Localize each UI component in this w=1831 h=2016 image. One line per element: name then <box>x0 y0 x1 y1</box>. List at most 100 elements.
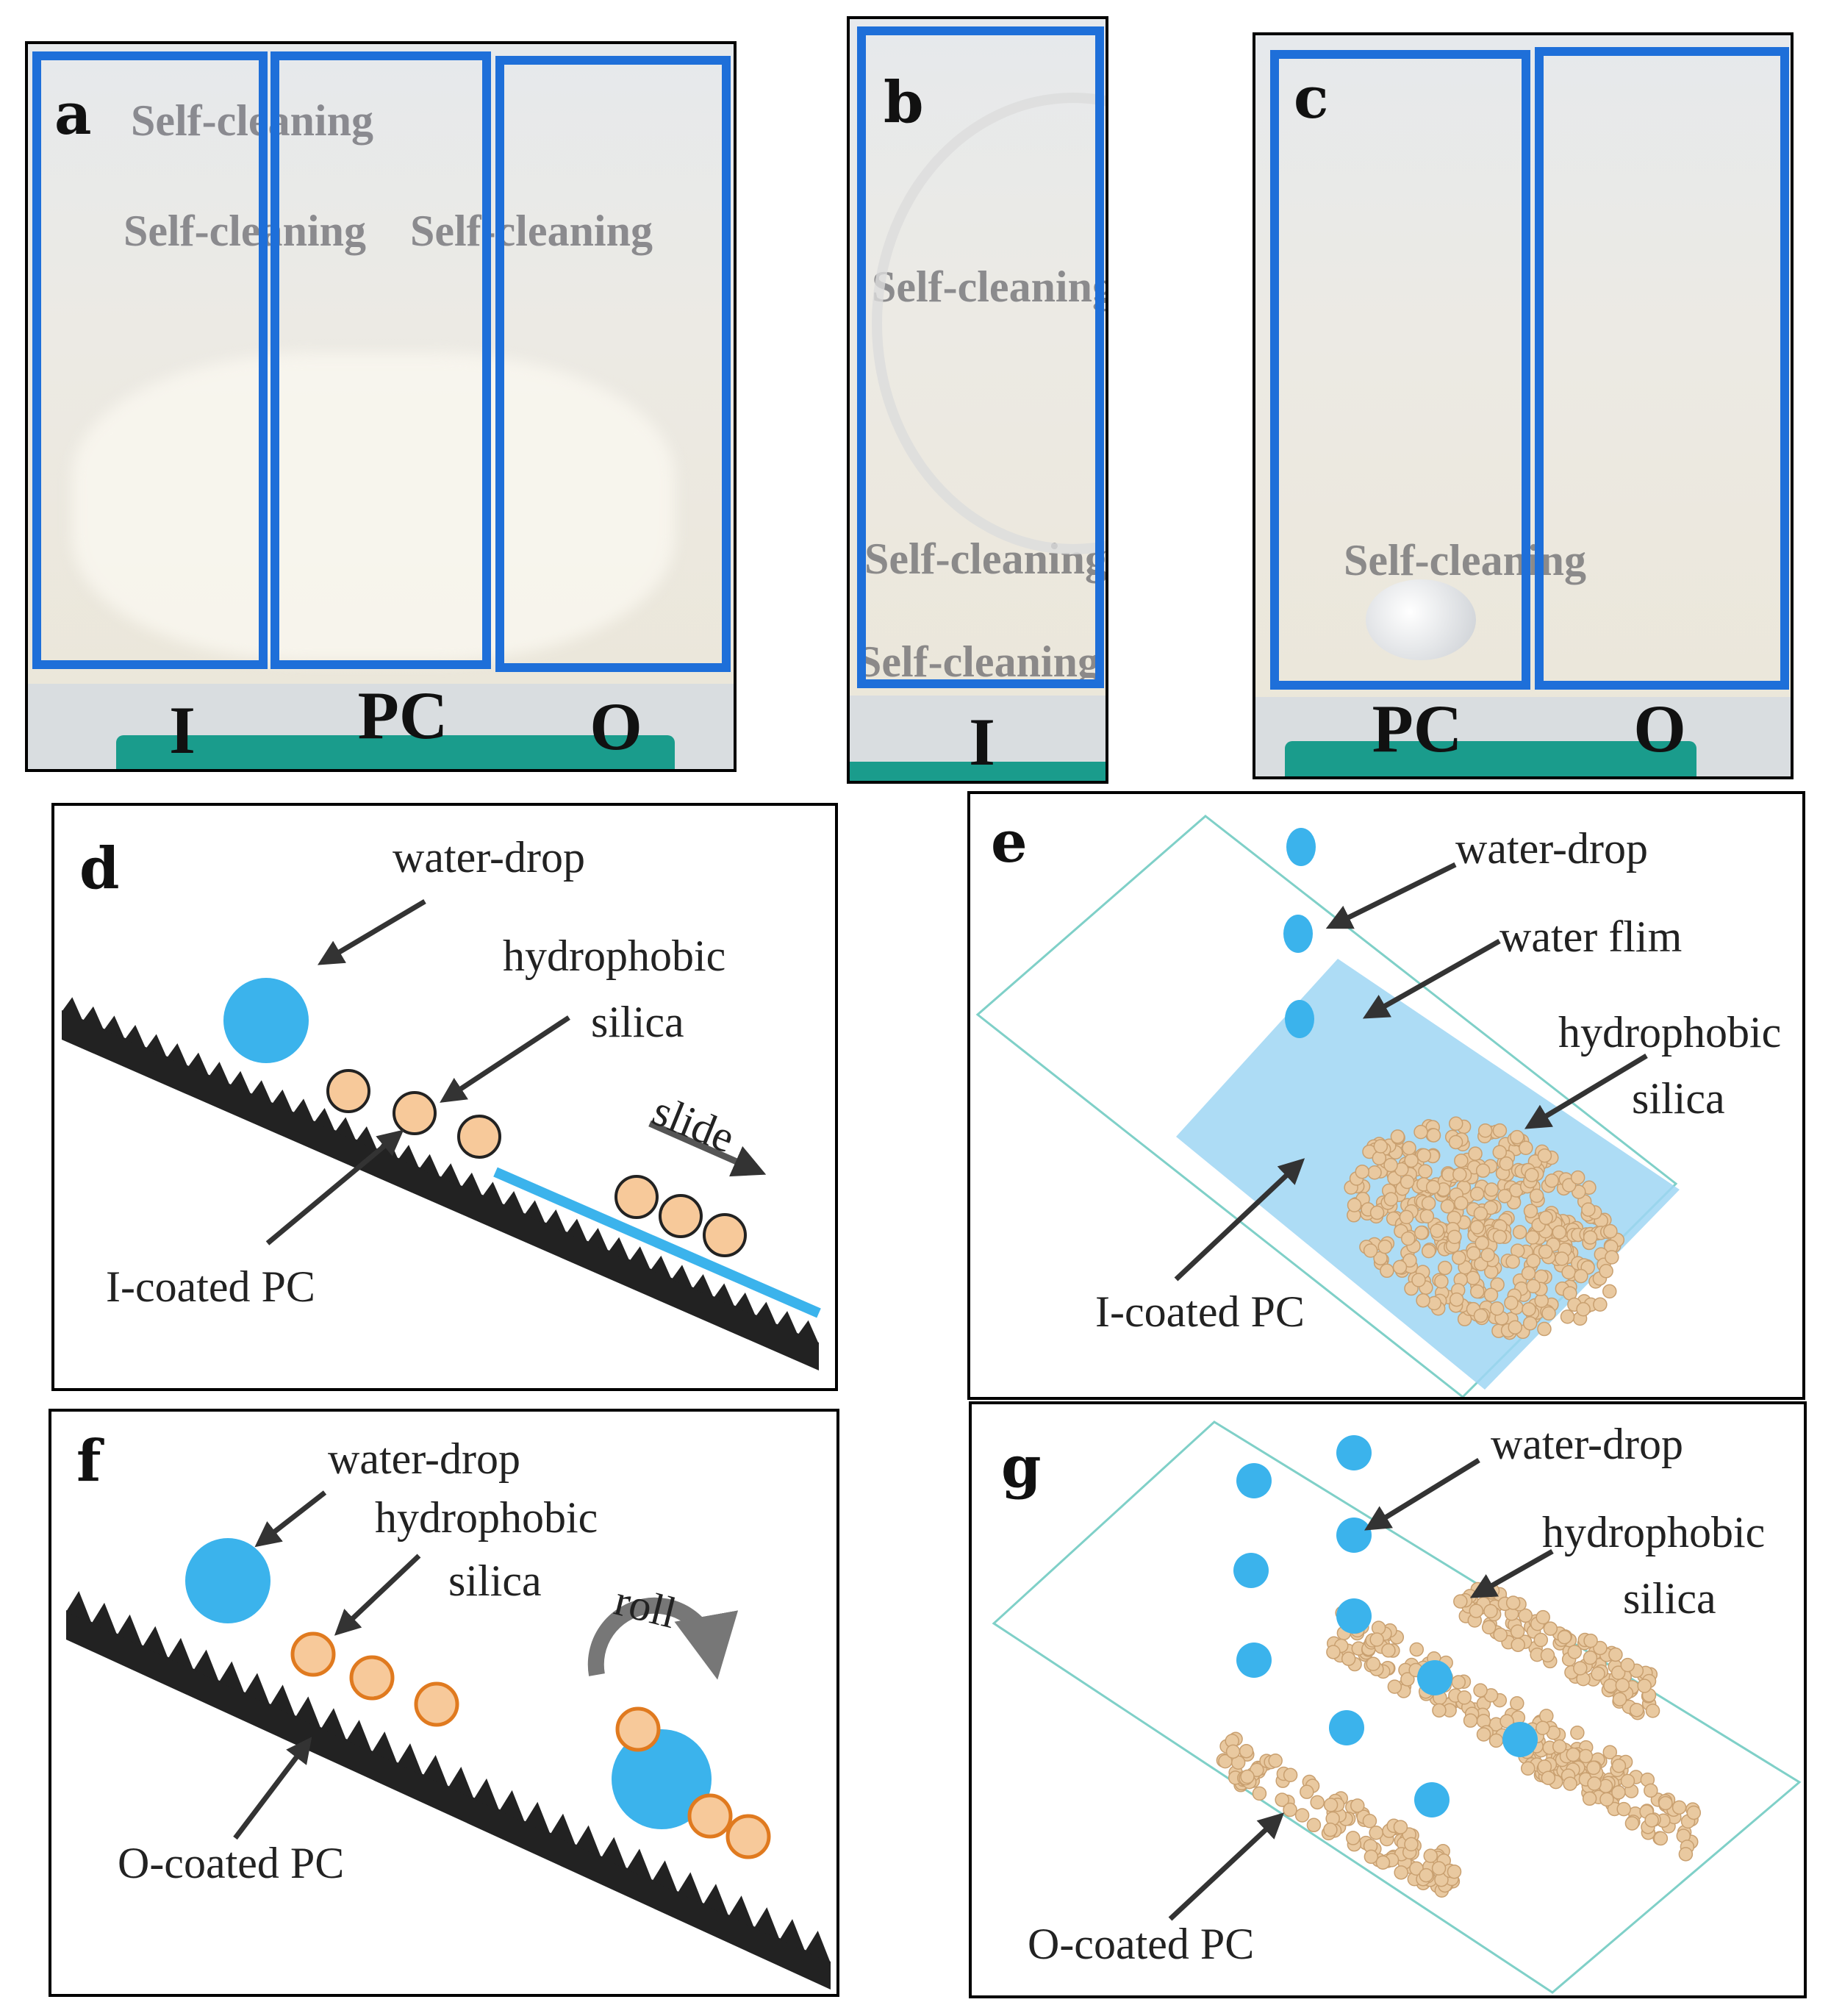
silica-particle <box>1394 1865 1408 1880</box>
silica-particle <box>1252 1786 1267 1801</box>
silica-particle <box>1488 1733 1504 1748</box>
silica-particle <box>1454 1153 1469 1168</box>
surface-tooth <box>703 1884 729 1917</box>
silica-particle <box>1448 1116 1463 1132</box>
label-water-drop: water-drop <box>393 833 586 882</box>
silica-particle <box>1583 1650 1598 1665</box>
panel-c-photo: Self-cleaning c PC O <box>1253 32 1794 779</box>
silica-particle <box>1440 1198 1455 1214</box>
silica-particle <box>1521 1265 1536 1281</box>
surface-tooth <box>652 1860 678 1893</box>
silica-particle <box>1402 1140 1416 1156</box>
surface-tooth <box>124 1024 146 1049</box>
silica-particle <box>1375 1855 1391 1870</box>
silica-particle <box>1539 1709 1554 1723</box>
photo-background-text: Self-cleaning <box>857 637 1100 686</box>
surface-tooth <box>601 1837 627 1870</box>
silica-particle <box>1383 1192 1399 1207</box>
surface-tooth <box>293 1098 315 1123</box>
silica-particle <box>1387 1679 1402 1694</box>
silica-particle <box>1483 1604 1498 1619</box>
silica-particle <box>1449 1292 1464 1307</box>
silica-particle <box>1416 1293 1430 1308</box>
silica-particle <box>1402 1253 1417 1268</box>
surface-tooth <box>754 1907 780 1940</box>
silica-particle <box>1469 1187 1485 1201</box>
label-silica: silica <box>448 1556 542 1605</box>
silica-particle <box>1544 1173 1559 1188</box>
silica-particle <box>1522 1316 1538 1331</box>
hydrophobic-silica-particle <box>703 1213 747 1257</box>
silica-particle <box>1540 1648 1555 1663</box>
panel-e-diagram: e water-drop water flim hydrophobic sili… <box>967 791 1805 1400</box>
surface-tooth <box>776 1311 798 1335</box>
label-hydrophobic: hydrophobic <box>375 1493 598 1542</box>
silica-particle <box>1392 1259 1408 1275</box>
surface-tooth <box>168 1637 194 1670</box>
panel-g-diagram: g water-drop hydrophobic silica O-coated… <box>969 1401 1807 1998</box>
silica-particle <box>1511 1637 1525 1652</box>
silica-particle <box>1678 1847 1694 1862</box>
surface-tooth <box>448 1766 474 1799</box>
roll-arrow <box>587 1597 739 1680</box>
panel-e-drawing <box>975 815 1680 1397</box>
silica-particle <box>1510 1624 1525 1639</box>
silica-particle <box>1505 1254 1520 1269</box>
silica-particle <box>1510 1696 1524 1711</box>
silica-particle <box>1538 1210 1553 1226</box>
silica-particle <box>1423 1848 1438 1863</box>
surface-tooth <box>193 1649 219 1682</box>
silica-particle <box>1371 1620 1386 1635</box>
silica-particle <box>1306 1817 1322 1833</box>
silica-particle <box>1644 1783 1658 1798</box>
surface-tooth <box>798 1320 819 1344</box>
surface-tooth <box>334 1117 356 1141</box>
surface-tooth <box>550 1813 576 1846</box>
surface-tooth <box>187 1052 209 1076</box>
water-drop <box>1285 1000 1314 1038</box>
photo-background-text: Self-cleaning <box>131 96 373 145</box>
rolling-water-drop <box>612 1729 712 1829</box>
silica-particle <box>1557 1629 1572 1645</box>
silica-particle <box>1469 1284 1485 1299</box>
silica-particle <box>1430 1223 1444 1238</box>
silica-particle <box>1533 1632 1549 1648</box>
silica-particle <box>1413 1124 1428 1140</box>
water-drop <box>1414 1782 1450 1817</box>
silica-particle <box>1510 1129 1524 1145</box>
surface-tooth <box>473 1778 500 1811</box>
surface-tooth <box>272 1089 293 1114</box>
surface-tooth <box>576 1825 601 1858</box>
label-i-coated-pc: I-coated PC <box>1095 1287 1305 1336</box>
surface-tooth <box>419 1154 440 1178</box>
silica-particle <box>1526 1254 1541 1268</box>
label-silica: silica <box>1632 1074 1725 1123</box>
silica-particle <box>1686 1805 1702 1820</box>
surface-tooth <box>692 1273 714 1298</box>
surface-tooth <box>209 1062 230 1086</box>
silica-particle <box>1452 1250 1466 1265</box>
silica-particle <box>1418 1164 1433 1179</box>
panel-g-drawing <box>992 1420 1802 1994</box>
silica-particle <box>1381 1643 1396 1658</box>
surface-tooth <box>423 1755 448 1787</box>
silica-particle <box>1581 1202 1596 1217</box>
silica-particle <box>1355 1164 1369 1179</box>
silica-particle <box>1605 1250 1619 1265</box>
silica-particle <box>1560 1309 1575 1324</box>
label-i-coated-pc: I-coated PC <box>106 1262 315 1311</box>
sample-frame-i <box>857 26 1104 688</box>
surface-tooth <box>545 1209 567 1234</box>
panel-b-photo: Self-cleaning Self-cleaning Self-cleanin… <box>847 16 1108 784</box>
silica-particle <box>1526 1279 1541 1294</box>
label-water-film: water flim <box>1499 912 1683 961</box>
water-drop <box>1502 1722 1538 1757</box>
silica-particle <box>1537 1148 1552 1163</box>
water-drop <box>1417 1660 1452 1695</box>
surface-tooth <box>397 1743 423 1776</box>
silica-particle <box>1480 1248 1495 1262</box>
silica-particle <box>1536 1720 1550 1736</box>
silica-particle <box>1505 1595 1521 1610</box>
i-coated-pc-surface <box>62 1010 819 1370</box>
panel-d-drawing <box>62 898 821 1370</box>
